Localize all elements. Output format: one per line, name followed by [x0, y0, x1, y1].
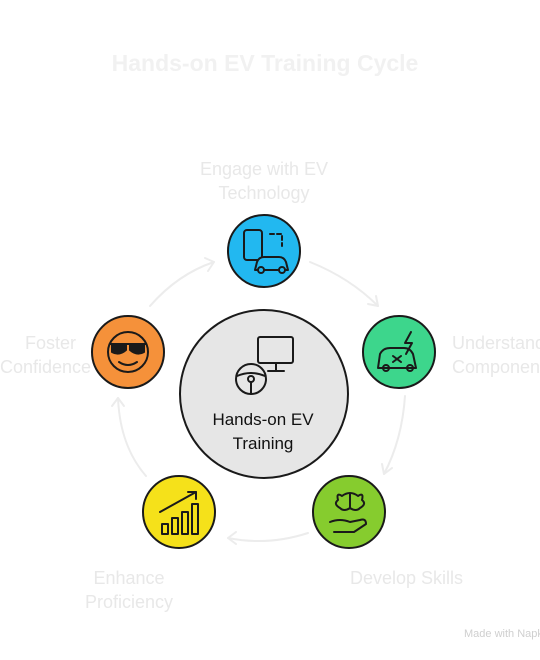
arrow-2-to-3-head [381, 463, 393, 475]
center-label: Hands-on EV Training [212, 410, 314, 453]
car-lightning-icon [377, 331, 417, 372]
step-3-circle [312, 475, 386, 549]
step-1-circle [227, 214, 301, 288]
step-3-label: Develop Skills [350, 568, 464, 588]
arrow-3-to-4 [227, 532, 309, 543]
arrow-2-to-3 [383, 395, 406, 475]
steering-wheel-monitor-icon [235, 336, 294, 395]
step-1-label: Engage with EV Technology [199, 159, 329, 203]
bar-chart-growth-icon [159, 491, 199, 535]
arrow-5-to-1 [149, 261, 215, 307]
arrow-1-to-2-head [367, 295, 379, 307]
arrow-3-to-4-head [227, 531, 237, 545]
phone-car-icon [243, 229, 289, 274]
step-5-label: Foster Confidence [0, 333, 92, 377]
arrow-5-to-1-head [204, 257, 215, 272]
watermark: Made with Napkin [464, 628, 540, 640]
arrow-1-to-2 [309, 261, 379, 307]
arrow-4-to-5 [117, 397, 147, 477]
brain-hand-icon [329, 492, 367, 533]
step-4-label: Enhance Proficiency [84, 568, 174, 612]
step-5-circle [91, 315, 165, 389]
diagram-title: Hands-on EV Training Cycle [111, 50, 419, 76]
step-4-circle [142, 475, 216, 549]
step-2-circle [362, 315, 436, 389]
step-2-label: Understand Components [452, 333, 540, 377]
sunglasses-face-icon [107, 331, 149, 373]
arrow-4-to-5-head [111, 397, 125, 407]
center-circle [179, 309, 349, 479]
